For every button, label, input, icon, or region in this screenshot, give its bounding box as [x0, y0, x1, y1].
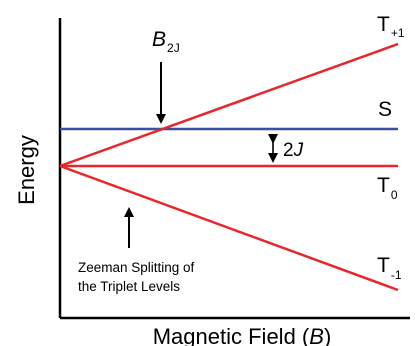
label-t-zero-base: T: [377, 174, 390, 197]
triplet-minus-line: [59, 164, 399, 292]
zeeman-annotation-line-2: the Triplet Levels: [78, 279, 180, 294]
zeeman-annotation-line-1: Zeeman Splitting of: [78, 260, 195, 275]
crossing-label-base: B: [152, 28, 166, 51]
label-t-zero-sub: 0: [391, 188, 398, 202]
y-axis-label: Energy: [14, 135, 39, 205]
label-t-minus: T-1: [377, 254, 402, 282]
crossing-label: B2J: [152, 28, 180, 55]
x-axis-label: Magnetic Field (B): [153, 324, 332, 346]
label-t-minus-base: T: [377, 254, 390, 277]
label-t-minus-sub: -1: [391, 268, 402, 282]
x-axis-label-suffix: ): [324, 324, 331, 346]
label-t-plus-sub: +1: [391, 26, 405, 40]
x-axis-label-variable: B: [309, 324, 324, 346]
gap-label-symbol: J: [293, 140, 304, 161]
gap-label-number: 2: [283, 140, 294, 161]
label-t-zero: T0: [377, 174, 398, 202]
label-t-plus-base: T: [377, 13, 390, 36]
label-singlet: S: [378, 98, 392, 121]
gap-label: 2J: [283, 140, 304, 161]
x-axis-label-prefix: Magnetic Field (: [153, 324, 310, 346]
crossing-label-sub: 2J: [167, 41, 180, 55]
triplet-plus-line: [59, 42, 399, 168]
label-t-plus: T+1: [377, 13, 405, 40]
